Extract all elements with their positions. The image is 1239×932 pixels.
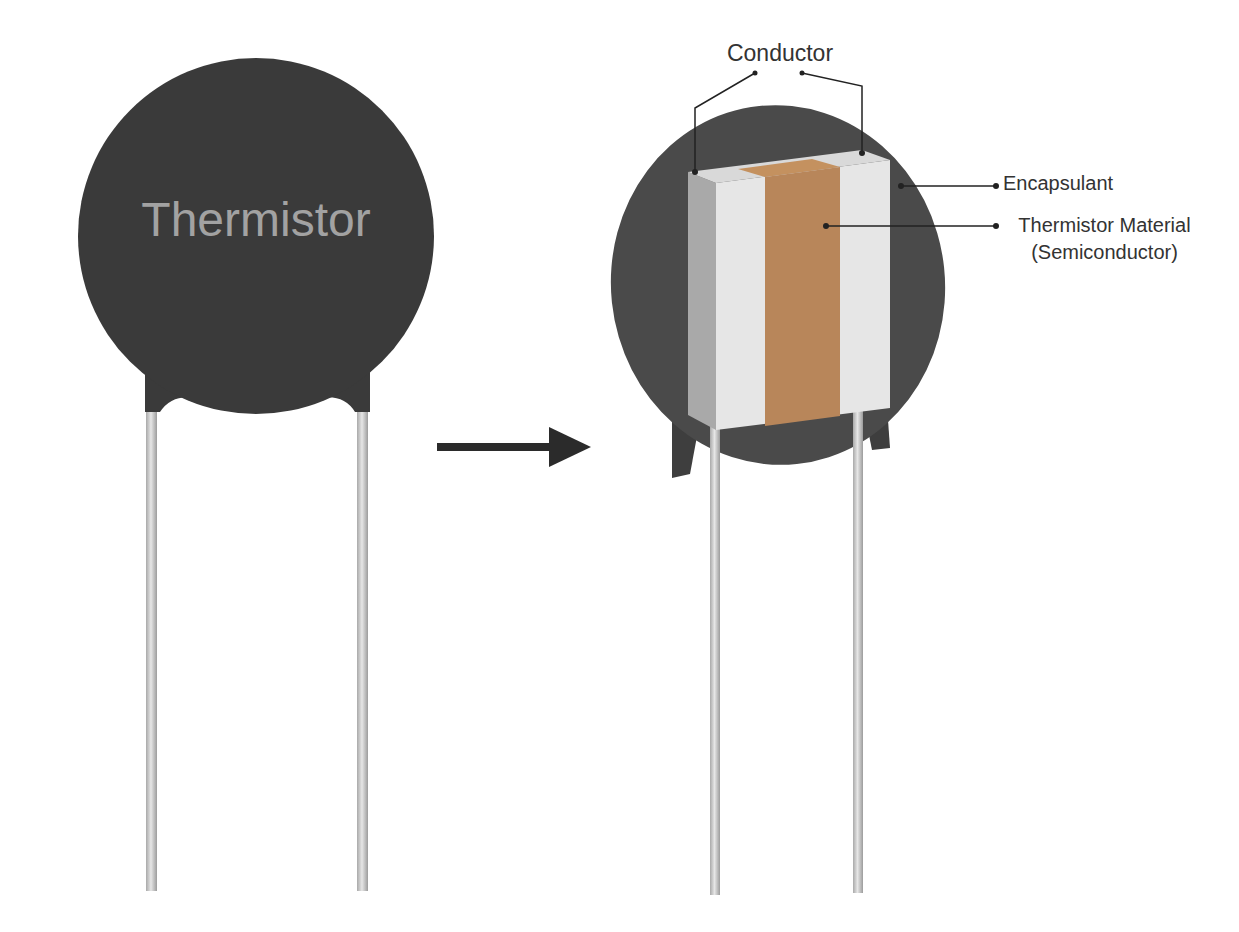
encapsulant-disc <box>593 89 963 482</box>
part-label: Thermistor Material (Semiconductor) <box>1002 212 1207 266</box>
part-label: Conductor <box>700 40 860 67</box>
transition-arrow <box>437 427 591 467</box>
left-leads <box>146 405 368 891</box>
part-label: Encapsulant <box>1003 170 1183 197</box>
leader-dots <box>692 71 999 230</box>
thermistor-chip <box>688 150 890 430</box>
right-leads <box>710 405 863 895</box>
thermistor-disc: Thermistor <box>78 58 434 414</box>
leader-lines <box>695 73 996 226</box>
disc-label: Thermistor <box>141 192 370 247</box>
